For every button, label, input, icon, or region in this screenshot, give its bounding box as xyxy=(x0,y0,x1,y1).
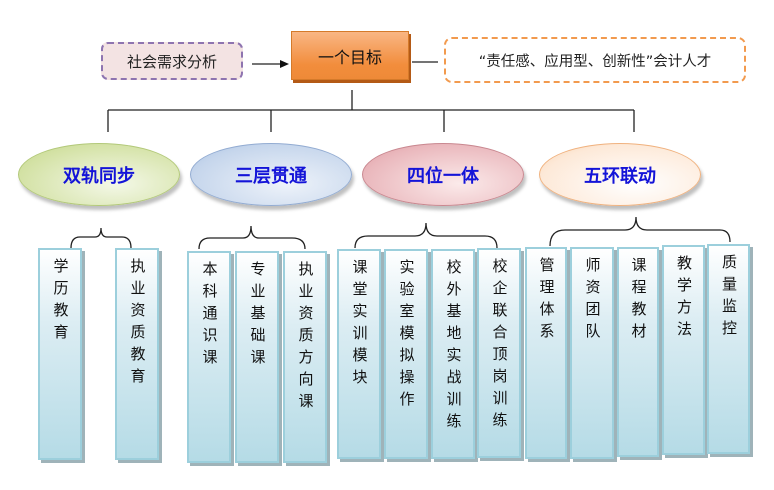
item-box: 学历教育 xyxy=(38,248,82,460)
item-box: 课堂实训模块 xyxy=(337,249,381,459)
item-box: 教学方法 xyxy=(662,245,705,455)
item-label: 管理体系 xyxy=(537,257,556,345)
one-goal-box: 一个目标 xyxy=(291,31,409,80)
item-label: 学历教育 xyxy=(51,258,70,346)
item-box: 师资团队 xyxy=(570,247,614,459)
item-label: 校外基地实战训练 xyxy=(444,259,463,435)
item-box: 质量监控 xyxy=(707,244,750,454)
brace-3 xyxy=(354,222,498,249)
item-label: 本科通识课 xyxy=(200,261,219,371)
talent-goal-box: “责任感、应用型、创新性”会计人才 xyxy=(444,37,746,83)
item-label: 校企联合顶岗训练 xyxy=(490,258,509,434)
item-label: 执业资质教育 xyxy=(128,258,147,390)
item-label: 质量监控 xyxy=(720,254,738,342)
item-label: 实验室模拟操作 xyxy=(397,259,416,413)
item-label: 专业基础课 xyxy=(248,261,267,371)
item-box: 课程教材 xyxy=(617,247,659,457)
category-five-ring: 五环联动 xyxy=(539,143,701,206)
item-box: 执业资质方向课 xyxy=(283,251,327,463)
item-box: 执业资质教育 xyxy=(115,248,159,460)
brace-2 xyxy=(198,225,306,250)
item-box: 本科通识课 xyxy=(187,251,231,463)
brace-4 xyxy=(549,216,731,247)
category-three-layer: 三层贯通 xyxy=(190,143,352,206)
social-demand-analysis-box: 社会需求分析 xyxy=(101,42,243,80)
category-dual-track: 双轨同步 xyxy=(18,143,180,206)
item-label: 师资团队 xyxy=(583,257,602,345)
item-box: 校外基地实战训练 xyxy=(431,249,475,459)
item-label: 执业资质方向课 xyxy=(296,261,315,415)
category-four-in-one: 四位一体 xyxy=(362,143,524,206)
item-label: 课堂实训模块 xyxy=(350,259,369,391)
item-box: 管理体系 xyxy=(525,247,567,459)
item-label: 教学方法 xyxy=(675,255,693,343)
item-box: 专业基础课 xyxy=(235,251,279,463)
brace-1 xyxy=(70,227,132,249)
arrow-head xyxy=(280,60,289,68)
item-box: 校企联合顶岗训练 xyxy=(477,248,521,458)
item-label: 课程教材 xyxy=(629,257,648,345)
item-box: 实验室模拟操作 xyxy=(384,249,428,459)
